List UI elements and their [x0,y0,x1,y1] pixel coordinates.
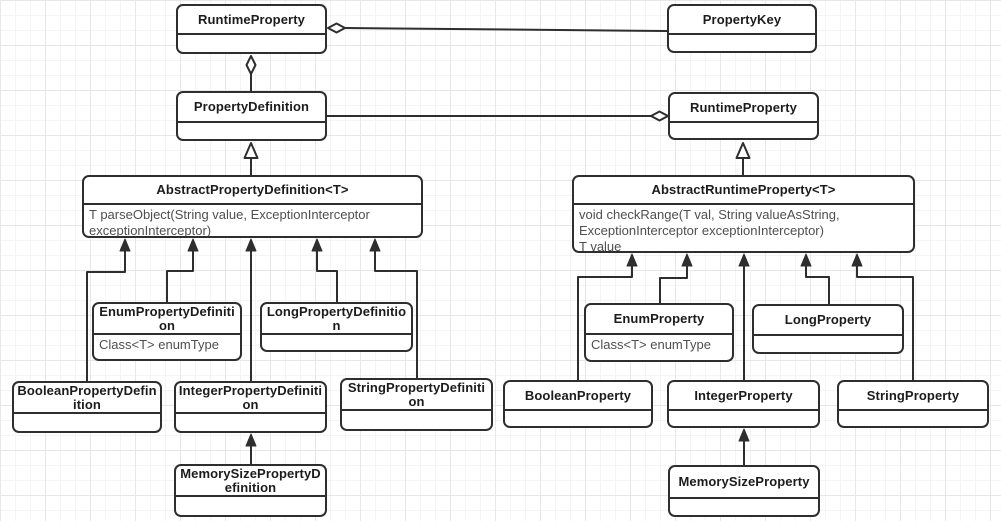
class-box-string-property[interactable]: StringProperty [837,380,989,428]
edge-inheritance-memorysizeproperty [738,428,750,465]
edge-inheritance-enumproperty [659,253,693,303]
class-title: StringPropertyDefinition [342,380,491,411]
class-body [178,35,325,52]
class-title: LongProperty [754,306,902,336]
class-title: BooleanProperty [505,382,651,411]
class-body: void checkRange(T val, String valueAsStr… [574,205,913,251]
class-body: Class<T> enumType [94,335,240,359]
edge-generalization-abstractruntimeproperty-runtimeproperty [735,142,751,175]
class-title: BooleanPropertyDefinition [14,383,160,414]
class-title: RuntimeProperty [670,94,817,123]
class-title: EnumPropertyDefinition [94,304,240,335]
class-box-boolean-property[interactable]: BooleanProperty [503,380,653,428]
class-box-enum-property[interactable]: EnumProperty Class<T> enumType [584,303,734,362]
class-box-boolean-property-definition[interactable]: BooleanPropertyDefinition [12,381,162,433]
class-title: IntegerPropertyDefinition [176,383,325,414]
edge-inheritance-stringpropertydefinition [369,238,418,378]
class-box-memory-size-property-definition[interactable]: MemorySizePropertyDefinition [174,464,327,517]
class-box-integer-property[interactable]: IntegerProperty [667,380,820,428]
class-title: RuntimeProperty [178,6,325,35]
edge-aggregation-runtimeproperty-right-propertydefinition [327,110,669,122]
class-body [670,123,817,138]
class-title: AbstractPropertyDefinition<T> [84,177,421,205]
class-title: StringProperty [839,382,987,411]
class-body [342,411,491,429]
class-box-long-property[interactable]: LongProperty [752,304,904,354]
edge-inheritance-longpropertydefinition [311,238,338,302]
class-box-property-definition[interactable]: PropertyDefinition [176,91,327,141]
class-box-enum-property-definition[interactable]: EnumPropertyDefinition Class<T> enumType [92,302,242,361]
class-member: T parseObject(String value, ExceptionInt… [89,207,370,236]
class-member: void checkRange(T val, String valueAsStr… [579,207,840,238]
class-body [669,411,818,426]
class-body [670,499,818,515]
class-member: T value [579,239,622,251]
class-box-runtime-property-top[interactable]: RuntimeProperty [176,4,327,54]
class-member: Class<T> enumType [591,337,711,352]
class-body [754,336,902,352]
class-box-integer-property-definition[interactable]: IntegerPropertyDefinition [174,381,327,433]
edge-aggregation-runtimeproperty-propertydefinition [245,55,257,91]
class-box-memory-size-property[interactable]: MemorySizeProperty [668,465,820,517]
class-box-abstract-runtime-property[interactable]: AbstractRuntimeProperty<T> void checkRan… [572,175,915,253]
edge-inheritance-booleanproperty [577,253,638,380]
class-body [176,497,325,515]
edge-inheritance-memorysizepropertydefinition [245,433,257,464]
class-title: PropertyDefinition [178,93,325,123]
class-body [262,335,411,350]
class-title: IntegerProperty [669,382,818,411]
class-body [669,35,815,51]
class-box-runtime-property-right[interactable]: RuntimeProperty [668,92,819,140]
edge-inheritance-stringproperty [851,253,914,380]
class-body [505,411,651,426]
edge-inheritance-longproperty [800,253,830,304]
class-box-string-property-definition[interactable]: StringPropertyDefinition [340,378,493,431]
edge-inheritance-integerpropertydefinition [245,238,257,381]
class-body [178,123,325,139]
class-member: Class<T> enumType [99,337,219,352]
class-body: Class<T> enumType [586,335,732,360]
edge-inheritance-enumpropertydefinition [166,238,199,302]
class-title: PropertyKey [669,6,815,35]
class-box-long-property-definition[interactable]: LongPropertyDefinition [260,302,413,352]
edge-inheritance-booleanpropertydefinition [86,238,131,381]
class-body: T parseObject(String value, ExceptionInt… [84,205,421,236]
class-box-property-key[interactable]: PropertyKey [667,4,817,53]
class-title: EnumProperty [586,305,732,335]
class-title: MemorySizePropertyDefinition [176,466,325,497]
class-body [14,414,160,431]
class-title: MemorySizeProperty [670,467,818,499]
class-box-abstract-property-definition[interactable]: AbstractPropertyDefinition<T> T parseObj… [82,175,423,238]
edge-aggregation-runtimeproperty-propertykey [327,22,668,34]
class-title: LongPropertyDefinition [262,304,411,335]
class-body [176,414,325,431]
edge-generalization-abstractpropertydefinition-propertydefinition [243,142,259,175]
class-title: AbstractRuntimeProperty<T> [574,177,913,205]
class-body [839,411,987,426]
edge-inheritance-integerproperty [738,253,750,380]
